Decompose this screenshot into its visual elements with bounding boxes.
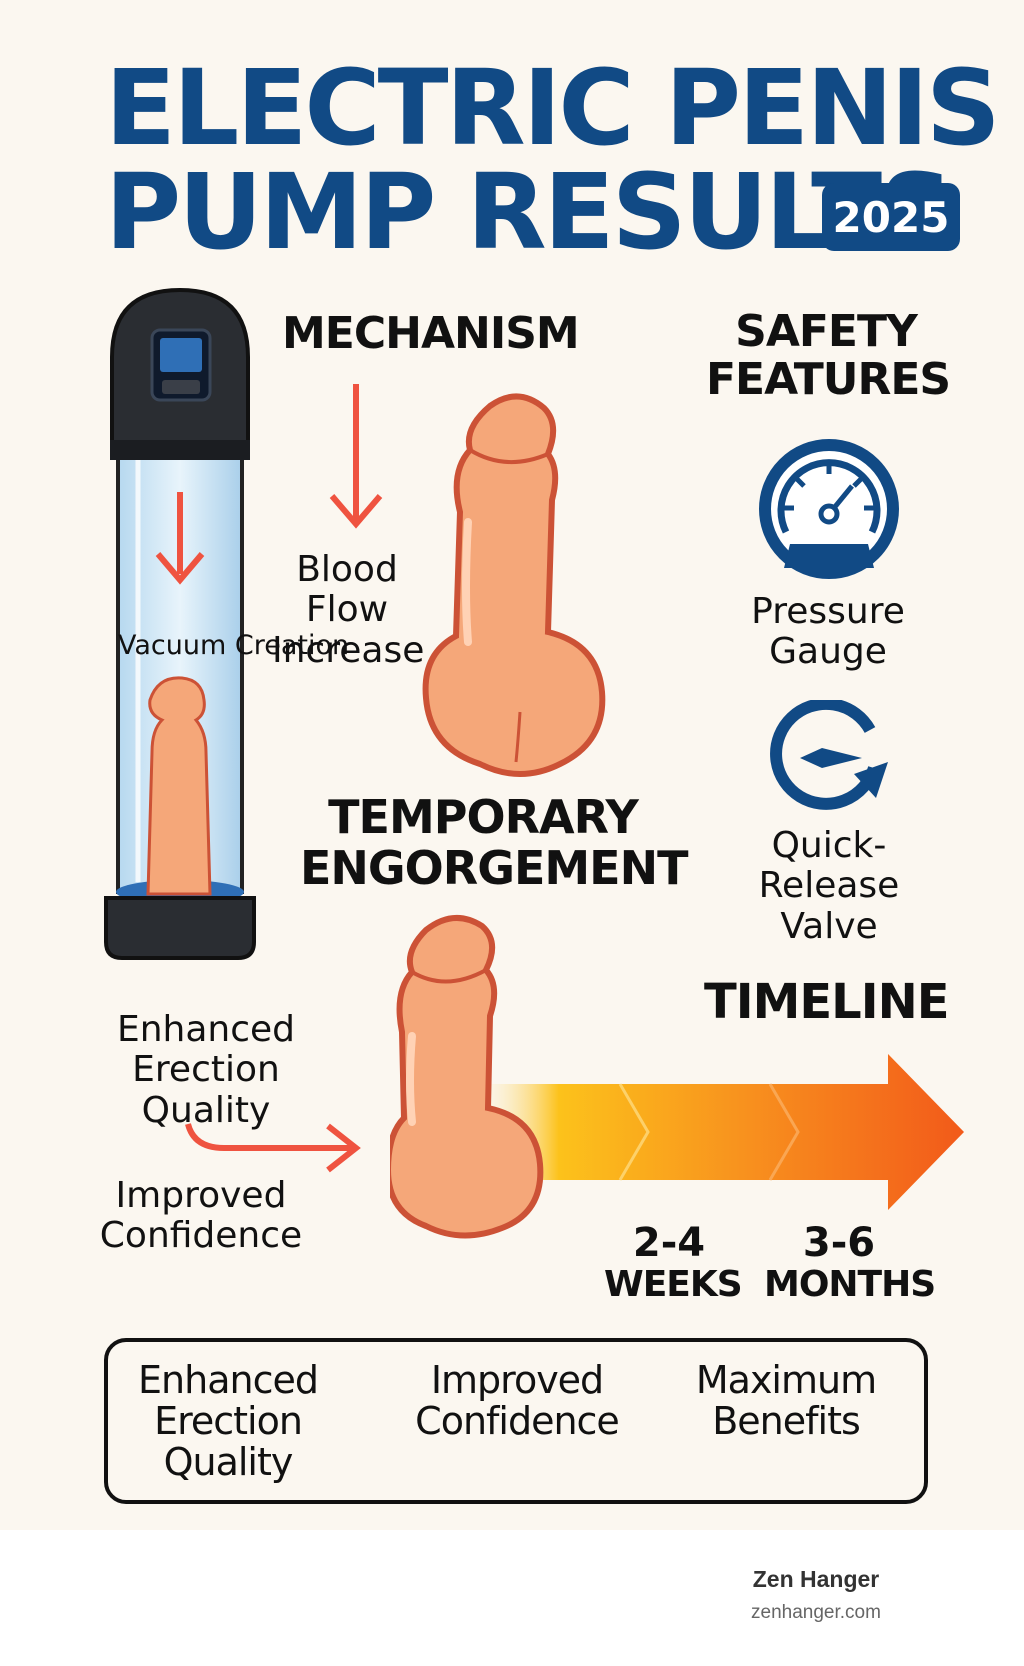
quick-release-valve-icon — [770, 700, 888, 810]
temporary-engorgement-heading: TEMPORARY ENGORGEMENT — [300, 790, 688, 895]
vacuum-creation-label: Vacuum Creation — [118, 630, 350, 661]
enlarged-member-illustration — [422, 393, 606, 777]
safety-features-heading: SAFETY FEATURES — [706, 306, 951, 406]
summary-box: Enhanced Erection Quality Improved Confi… — [104, 1338, 928, 1504]
timeline-arrow-icon — [470, 1054, 964, 1210]
engorged-member-illustration — [390, 914, 544, 1239]
pressure-gauge-label: Pressure Gauge — [751, 591, 905, 673]
pressure-gauge-icon — [759, 439, 899, 579]
title-line-2: PUMP RESULTS — [105, 151, 954, 273]
summary-item-maximum-benefits: Maximum Benefits — [695, 1358, 877, 1444]
timeline-mark-1-unit: WEEKS — [604, 1264, 743, 1305]
year-badge: 2025 — [822, 183, 960, 251]
quick-release-valve-label: Quick-Release Valve — [758, 825, 900, 947]
brand-url: zenhanger.com — [751, 1602, 881, 1623]
down-arrow-icon — [329, 384, 383, 529]
title-line-1: ELECTRIC PENIS — [105, 47, 1001, 169]
pump-device-icon — [104, 287, 256, 960]
enhanced-erection-label: Enhanced Erection Quality — [116, 1009, 296, 1131]
improved-confidence-label: Improved Confidence — [99, 1175, 303, 1257]
timeline-heading: TIMELINE — [704, 974, 950, 1030]
timeline-mark-2-unit: MONTHS — [764, 1264, 936, 1305]
summary-item-improved-confidence: Improved Confidence — [415, 1358, 620, 1444]
right-arrow-icon — [185, 1123, 361, 1173]
timeline-mark-2-value: 3-6 — [802, 1220, 876, 1266]
blood-flow-label: Blood Flow Increase — [272, 549, 425, 671]
timeline-mark-1-value: 2-4 — [632, 1220, 706, 1266]
mechanism-heading: MECHANISM — [282, 308, 580, 359]
brand-name: Zen Hanger — [752, 1566, 880, 1592]
summary-item-enhanced-erection: Enhanced Erection Quality — [138, 1358, 319, 1485]
